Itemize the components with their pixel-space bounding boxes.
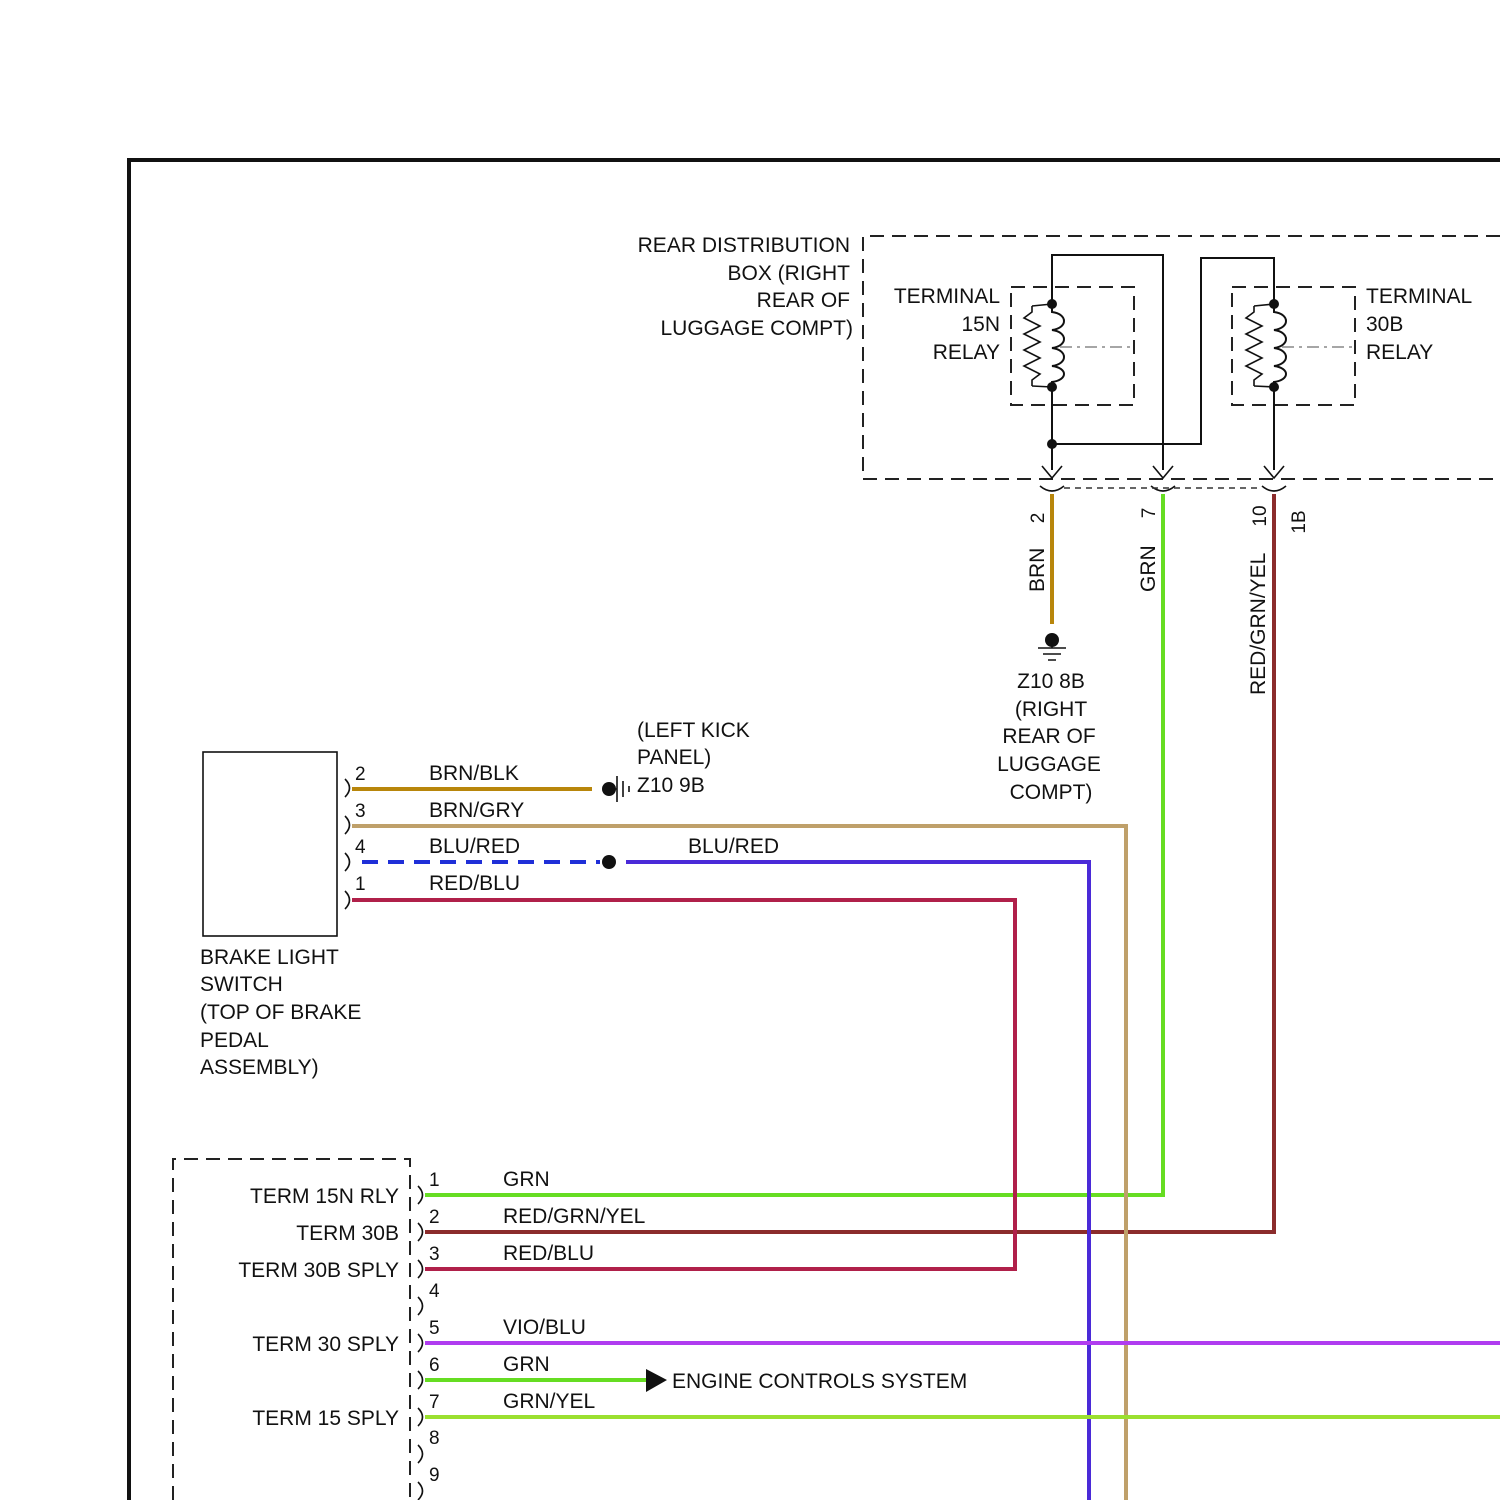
module-term-30-sply: TERM 30 SPLY	[252, 1333, 399, 1356]
module-pin-3: 3	[429, 1244, 440, 1265]
relay-30b-coil	[1274, 304, 1286, 387]
brake-light-switch-label-line-2: SWITCH	[200, 973, 283, 996]
ground-z10-9b-label-line-3: Z10 9B	[637, 774, 705, 797]
wire-brn-gry	[352, 826, 1126, 1500]
bls-pin-1: 1	[355, 874, 366, 895]
wire-grn-label: GRN	[1137, 545, 1160, 592]
module-pin-2: 2	[429, 1207, 440, 1228]
wire-brn-label: BRN	[1026, 548, 1049, 592]
bls-pin-3: 3	[355, 801, 366, 822]
module-pin-6: 6	[429, 1355, 440, 1376]
brake-light-switch-body	[203, 752, 337, 936]
module-term-30b: TERM 30B	[296, 1222, 399, 1245]
relay-30b-label-line-1: TERMINAL	[1366, 285, 1472, 308]
relay-15n-resistor-leads	[1032, 304, 1052, 387]
diagram-frame	[129, 160, 1500, 1500]
relay-15n-label-line-3: RELAY	[933, 341, 1000, 364]
module-connector: TERM 15N RLY TERM 30B TERM 30B SPLY TERM…	[173, 1159, 645, 1500]
module-wire-2-label: RED/GRN/YEL	[503, 1205, 645, 1228]
module-pin-5: 5	[429, 1318, 440, 1339]
ground-z10-8b-label-line-3: REAR OF	[1002, 725, 1095, 748]
ground-z10-8b-label-line-2: (RIGHT	[1015, 698, 1087, 721]
pin-2-label: 2	[1028, 513, 1049, 524]
module-term-15-sply: TERM 15 SPLY	[252, 1407, 399, 1430]
ground-z10-9b-label-line-2: PANEL)	[637, 746, 711, 769]
brake-light-switch-label-line-5: ASSEMBLY)	[200, 1056, 319, 1079]
ground-z10-8b-label-line-1: Z10 8B	[1017, 670, 1085, 693]
module-wire-7-label: GRN/YEL	[503, 1390, 595, 1413]
module-pin-8: 8	[429, 1428, 440, 1449]
wire-blu-red	[626, 862, 1089, 1500]
wire-red-blu	[352, 900, 1015, 1269]
module-wire-1-label: GRN	[503, 1168, 550, 1191]
blu-red-splice	[602, 855, 616, 869]
brake-light-switch-terminals	[345, 779, 350, 909]
bls-wire-brn-gry-label: BRN/GRY	[429, 799, 524, 822]
module-term-15n-rly: TERM 15N RLY	[250, 1185, 399, 1208]
distribution-box-label-line-1: REAR DISTRIBUTION	[638, 234, 850, 257]
module-term-30b-sply: TERM 30B SPLY	[238, 1259, 399, 1282]
relay-30b-label-line-2: 30B	[1366, 313, 1403, 336]
module-pin-1: 1	[429, 1170, 440, 1191]
module-wire-3-label: RED/BLU	[503, 1242, 594, 1265]
module-outline	[173, 1159, 410, 1500]
relay-30b-resistor	[1246, 306, 1262, 386]
engine-controls-system-label: ENGINE CONTROLS SYSTEM	[672, 1370, 967, 1393]
ground-z10-8b-label-line-4: LUGGAGE	[997, 753, 1101, 776]
relay-15n-resistor	[1024, 306, 1040, 386]
ground-z10-8b: Z10 8B (RIGHT REAR OF LUGGAGE COMPT)	[997, 633, 1101, 804]
wire-red-grn-yel-label: RED/GRN/YEL	[1247, 553, 1270, 695]
brake-light-switch-label-line-1: BRAKE LIGHT	[200, 946, 339, 969]
connector-1b-label: 1B	[1289, 510, 1310, 533]
distribution-box-label-line-3: REAR OF	[757, 289, 850, 312]
bls-pin-2: 2	[355, 764, 366, 785]
relay-15n-label-line-2: 15N	[961, 313, 1000, 336]
relay-30b-outline	[1232, 287, 1355, 405]
brake-light-switch-label-line-4: PEDAL	[200, 1029, 269, 1052]
ground-z10-9b: (LEFT KICK PANEL) Z10 9B	[602, 719, 750, 802]
module-wire-5-label: VIO/BLU	[503, 1316, 586, 1339]
ground-z10-9b-symbol	[609, 776, 629, 802]
bls-wire-brn-blk-label: BRN/BLK	[429, 762, 519, 785]
module-terminal-receptacles	[418, 1186, 423, 1500]
ground-z10-8b-symbol	[1038, 640, 1066, 660]
module-pin-7: 7	[429, 1392, 440, 1413]
relay-15n-label-line-1: TERMINAL	[894, 285, 1000, 308]
bls-wire-blu-red-label: BLU/RED	[429, 835, 520, 858]
relay-15n-outline	[1011, 287, 1134, 405]
rear-distribution-box: REAR DISTRIBUTION BOX (RIGHT REAR OF LUG…	[638, 234, 1500, 534]
distribution-box-label-line-4: LUGGAGE COMPT)	[660, 317, 853, 340]
relay-15n-coil	[1052, 304, 1064, 387]
relay-30b-label-line-3: RELAY	[1366, 341, 1433, 364]
blu-red-continuation-label: BLU/RED	[688, 835, 779, 858]
distribution-box-label-line-2: BOX (RIGHT	[727, 262, 850, 285]
bls-pin-4: 4	[355, 837, 366, 858]
distribution-box-junction	[1047, 439, 1057, 449]
brake-light-switch: BRAKE LIGHT SWITCH (TOP OF BRAKE PEDAL A…	[200, 752, 779, 1079]
relay-30b-resistor-leads	[1254, 304, 1274, 387]
engine-controls-arrow-icon	[646, 1369, 667, 1392]
module-pin-9: 9	[429, 1465, 440, 1486]
ground-z10-8b-label-line-5: COMPT)	[1010, 781, 1093, 804]
bls-wire-red-blu-label: RED/BLU	[429, 872, 520, 895]
pin-10-label: 10	[1250, 505, 1271, 526]
module-pin-4: 4	[429, 1281, 440, 1302]
relay-15n: TERMINAL 15N RELAY	[894, 285, 1134, 405]
module-wire-6-label: GRN	[503, 1353, 550, 1376]
pin-7-label: 7	[1139, 508, 1160, 519]
brake-light-switch-label-line-3: (TOP OF BRAKE	[200, 1001, 361, 1024]
relay-30b: TERMINAL 30B RELAY	[1232, 285, 1472, 405]
ground-z10-9b-label-line-1: (LEFT KICK	[637, 719, 750, 742]
